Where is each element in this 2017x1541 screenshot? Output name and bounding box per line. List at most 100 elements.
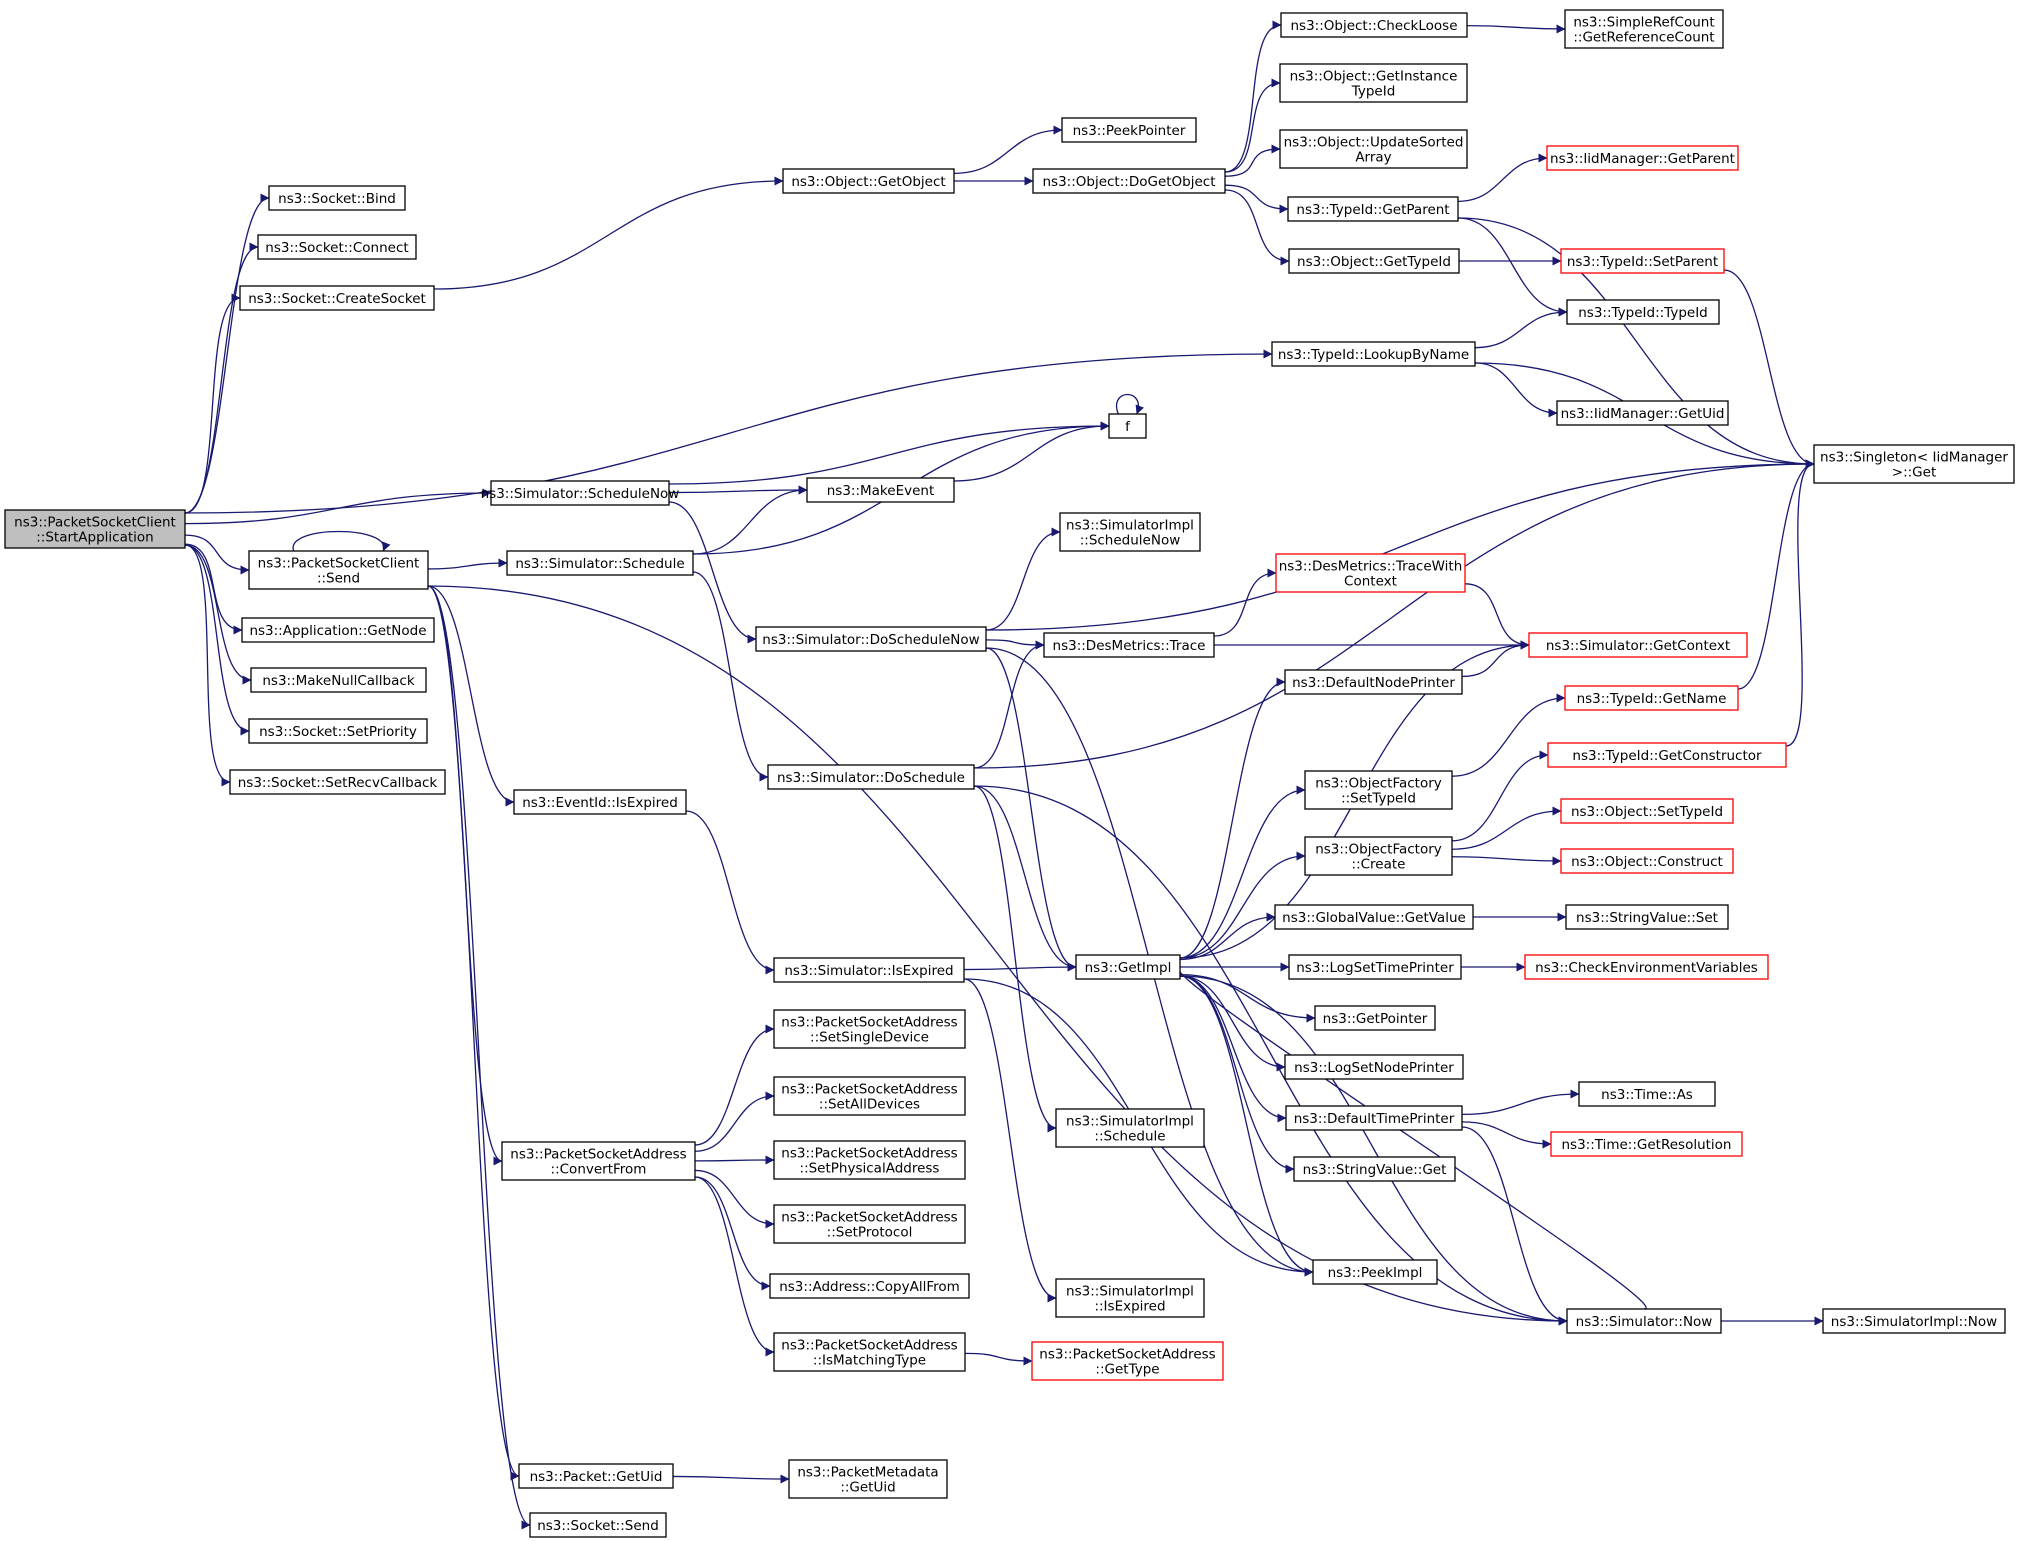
node-label: ns3::StringValue::Get [1303, 1162, 1447, 1178]
node-implschedule[interactable]: ns3::SimulatorImpl::Schedule [1055, 1108, 1205, 1148]
node-box [1280, 12, 1468, 38]
node-simisexpired[interactable]: ns3::Simulator::IsExpired [773, 957, 965, 983]
node-checkenvvars[interactable]: ns3::CheckEnvironmentVariables [1524, 954, 1769, 980]
node-packetgetuid[interactable]: ns3::Packet::GetUid [518, 1463, 674, 1489]
node-sockconnect[interactable]: ns3::Socket::Connect [257, 234, 417, 260]
node-label: ns3::LogSetNodePrinter [1294, 1060, 1454, 1076]
node-ofsettypeid[interactable]: ns3::ObjectFactory::SetTypeId [1304, 770, 1453, 810]
node-typeidctor[interactable]: ns3::TypeId::TypeId [1566, 299, 1720, 325]
node-lookupbyname[interactable]: ns3::TypeId::LookupByName [1271, 341, 1476, 367]
node-objsettypeid[interactable]: ns3::Object::SetTypeId [1560, 798, 1734, 824]
node-schedulenow[interactable]: ns3::Simulator::ScheduleNow [481, 480, 680, 506]
node-timegetres[interactable]: ns3::Time::GetResolution [1550, 1131, 1743, 1157]
node-logsettimeprinter[interactable]: ns3::LogSetTimePrinter [1288, 954, 1462, 980]
edge-root-to-sockbind [184, 193, 270, 514]
node-stringvalueset[interactable]: ns3::StringValue::Set [1565, 904, 1729, 930]
node-getimpl[interactable]: ns3::GetImpl [1075, 954, 1181, 980]
node-makenullcb[interactable]: ns3::MakeNullCallback [250, 667, 427, 693]
edge-doschedule-to-getimpl [973, 785, 1077, 972]
node-objgettypeid[interactable]: ns3::Object::GetTypeId [1288, 248, 1460, 274]
node-getpointer[interactable]: ns3::GetPointer [1314, 1005, 1436, 1031]
node-label: ::Send [317, 571, 360, 587]
node-makeevent[interactable]: ns3::MakeEvent [806, 477, 955, 503]
edge-pscsend-to-pscsend [292, 530, 391, 552]
node-peekimpl[interactable]: ns3::PeekImpl [1312, 1259, 1438, 1285]
node-timeas[interactable]: ns3::Time::As [1578, 1081, 1716, 1107]
node-psasetphys[interactable]: ns3::PacketSocketAddress::SetPhysicalAdd… [773, 1140, 966, 1180]
node-typeidgetname[interactable]: ns3::TypeId::GetName [1564, 685, 1739, 711]
node-f[interactable]: f [1108, 413, 1147, 439]
node-deftimeprinter[interactable]: ns3::DefaultTimePrinter [1285, 1105, 1463, 1131]
node-createsocket[interactable]: ns3::Socket::CreateSocket [239, 285, 435, 311]
node-socksend[interactable]: ns3::Socket::Send [529, 1512, 667, 1538]
node-label: ns3::Time::GetResolution [1561, 1137, 1731, 1153]
node-peekpointer[interactable]: ns3::PeekPointer [1061, 117, 1197, 143]
node-setpriority[interactable]: ns3::Socket::SetPriority [248, 718, 428, 744]
node-psasetsingle[interactable]: ns3::PacketSocketAddress::SetSingleDevic… [773, 1009, 966, 1049]
node-addrcopyall[interactable]: ns3::Address::CopyAllFrom [769, 1273, 970, 1299]
node-getrefcount[interactable]: ns3::SimpleRefCount::GetReferenceCount [1564, 9, 1724, 49]
node-label: ns3::Object::DoGetObject [1042, 174, 1215, 190]
edge-getimpl-to-getpointer [1179, 974, 1316, 1023]
node-label: ns3::Simulator::GetContext [1546, 638, 1730, 654]
node-box [1565, 904, 1729, 930]
node-destrace[interactable]: ns3::DesMetrics::Trace [1043, 632, 1215, 658]
node-label: ns3::Simulator::DoSchedule [777, 770, 965, 786]
edge-doschedule-to-destrace [973, 640, 1045, 769]
node-getobject[interactable]: ns3::Object::GetObject [782, 168, 955, 194]
node-label: ns3::Packet::GetUid [530, 1469, 663, 1485]
node-getcontext[interactable]: ns3::Simulator::GetContext [1528, 632, 1748, 658]
edge-deftimeprinter-to-timegetres [1461, 1121, 1552, 1149]
node-psagettype[interactable]: ns3::PacketSocketAddress::GetType [1031, 1341, 1224, 1381]
node-psaismatching[interactable]: ns3::PacketSocketAddress::IsMatchingType [773, 1332, 966, 1372]
node-getconstructor[interactable]: ns3::TypeId::GetConstructor [1547, 742, 1787, 768]
node-checkloose[interactable]: ns3::Object::CheckLoose [1280, 12, 1468, 38]
node-implnow[interactable]: ns3::SimulatorImpl::Now [1822, 1308, 2006, 1334]
node-stringvalueget[interactable]: ns3::StringValue::Get [1293, 1156, 1456, 1182]
node-doschedulenow[interactable]: ns3::Simulator::DoScheduleNow [755, 626, 987, 652]
node-logsetnodeprinter[interactable]: ns3::LogSetNodePrinter [1284, 1054, 1464, 1080]
node-psasetall[interactable]: ns3::PacketSocketAddress::SetAllDevices [773, 1076, 966, 1116]
node-simnow[interactable]: ns3::Simulator::Now [1566, 1308, 1722, 1334]
edge-defnodeprinter-to-getcontext [1461, 640, 1530, 678]
node-box [1556, 400, 1729, 426]
node-label: ns3::MakeEvent [827, 483, 935, 499]
node-objconstruct[interactable]: ns3::Object::Construct [1560, 848, 1734, 874]
edge-simisexpired-to-getimpl [963, 962, 1077, 972]
node-box [490, 480, 670, 506]
node-ofcreate[interactable]: ns3::ObjectFactory::Create [1304, 836, 1453, 876]
node-setrecvcb[interactable]: ns3::Socket::SetRecvCallback [229, 769, 446, 795]
node-schedule[interactable]: ns3::Simulator::Schedule [506, 550, 694, 576]
node-iidgetparent[interactable]: ns3::IidManager::GetParent [1546, 145, 1739, 171]
node-implschedulenow[interactable]: ns3::SimulatorImpl::ScheduleNow [1059, 512, 1201, 552]
node-dogetobject[interactable]: ns3::Object::DoGetObject [1032, 168, 1226, 194]
edge-psaconvertfrom-to-psaismatching [694, 1176, 775, 1357]
node-root[interactable]: ns3::PacketSocketClient::StartApplicatio… [4, 509, 186, 549]
node-eventisexpired[interactable]: ns3::EventId::IsExpired [513, 789, 687, 815]
node-label: ns3::DefaultTimePrinter [1294, 1111, 1455, 1127]
edge-getimpl-to-simnow [1179, 975, 1568, 1326]
node-box [1032, 168, 1226, 194]
node-iidgetuid[interactable]: ns3::IidManager::GetUid [1556, 400, 1729, 426]
node-box [773, 1076, 966, 1116]
node-psasetproto[interactable]: ns3::PacketSocketAddress::SetProtocol [773, 1204, 966, 1244]
node-getnode[interactable]: ns3::Application::GetNode [241, 617, 435, 643]
node-box [1055, 1278, 1205, 1318]
node-typeidgetparent[interactable]: ns3::TypeId::GetParent [1287, 196, 1459, 222]
edge-deftimeprinter-to-simnow [1461, 1126, 1568, 1326]
node-typeidsetparent[interactable]: ns3::TypeId::SetParent [1560, 248, 1725, 274]
node-label: ns3::Object::UpdateSorted [1284, 135, 1464, 151]
node-singleton[interactable]: ns3::Singleton< IidManager>::Get [1813, 444, 2015, 484]
node-doschedule[interactable]: ns3::Simulator::DoSchedule [767, 764, 975, 790]
node-pscsend[interactable]: ns3::PacketSocketClient::Send [248, 550, 429, 590]
node-defnodeprinter[interactable]: ns3::DefaultNodePrinter [1284, 669, 1463, 695]
node-psaconvertfrom[interactable]: ns3::PacketSocketAddress::ConvertFrom [501, 1141, 696, 1181]
node-pmgetuid[interactable]: ns3::PacketMetadata::GetUid [788, 1459, 948, 1499]
node-gvgetvalue[interactable]: ns3::GlobalValue::GetValue [1274, 904, 1474, 930]
node-box [250, 667, 427, 693]
node-sockbind[interactable]: ns3::Socket::Bind [268, 185, 406, 211]
node-implisexpired[interactable]: ns3::SimulatorImpl::IsExpired [1055, 1278, 1205, 1318]
